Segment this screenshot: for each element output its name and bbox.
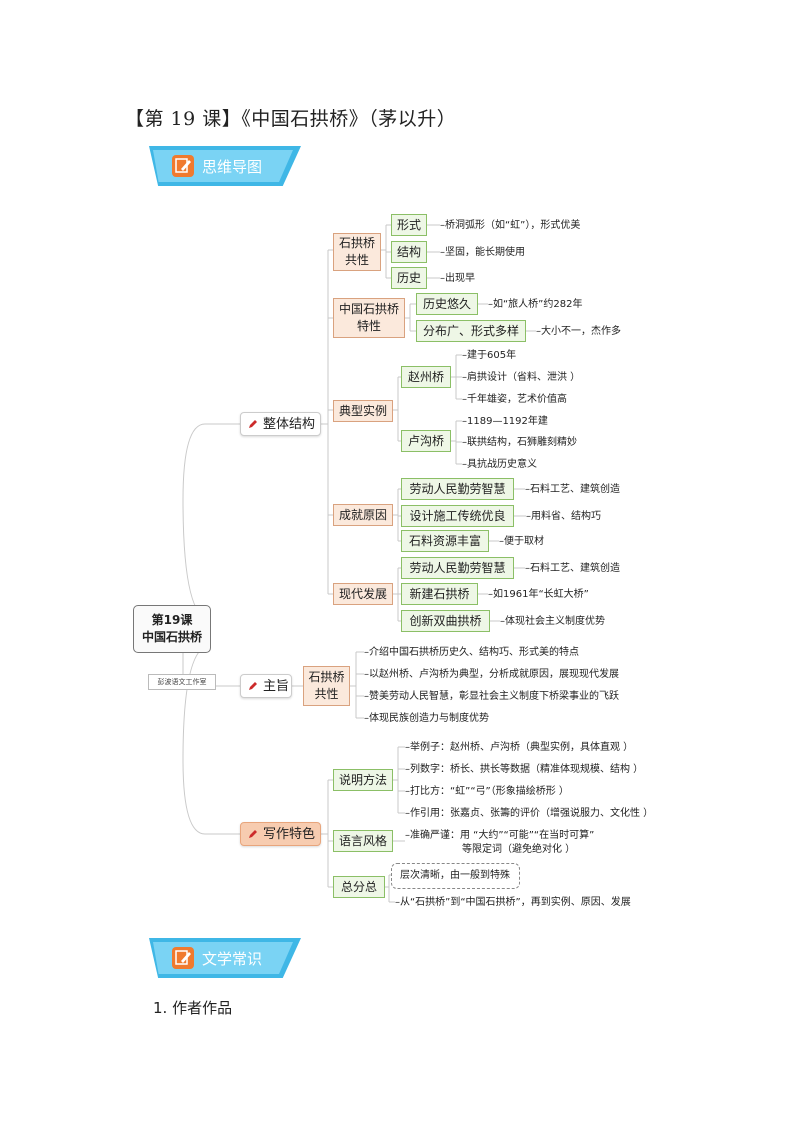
studio-label: 彭波语文工作室 bbox=[148, 674, 216, 690]
pencil-note-icon bbox=[172, 947, 194, 969]
pencil-note-icon bbox=[172, 155, 194, 177]
literature-banner-label: 文学常识 bbox=[202, 950, 263, 968]
leaf: –石料工艺、建筑创造 bbox=[525, 484, 620, 495]
leaf: –举例子：赵州桥、卢沟桥（典型实例，具体直观 ） bbox=[405, 742, 634, 753]
literature-banner: 文学常识 bbox=[149, 938, 301, 978]
node-common: 石拱桥 共性 bbox=[333, 233, 381, 271]
leaf: –体现民族创造力与制度优势 bbox=[364, 713, 489, 724]
leaf: –从“石拱桥”到“中国石拱桥”，再到实例、原因、发展 bbox=[395, 897, 631, 908]
leaf: –作引用：张嘉贞、张籌的评价（增强说服力、文化性 ） bbox=[405, 808, 654, 819]
mindmap-root: 第19课 中国石拱桥 bbox=[133, 605, 211, 653]
node-theme: 石拱桥 共性 bbox=[303, 666, 350, 706]
pen-icon bbox=[249, 682, 257, 690]
summary-box bbox=[391, 863, 520, 889]
branch-structure-label: 整体结构 bbox=[263, 417, 316, 432]
node-modern: 现代发展 bbox=[333, 583, 393, 605]
leaf: –便于取材 bbox=[499, 536, 544, 547]
leaf: –以赵州桥、卢沟桥为典型，分析成就原因，展现现代发展 bbox=[364, 669, 619, 680]
node-examples: 典型实例 bbox=[333, 400, 393, 422]
mindmap-banner: 思维导图 bbox=[149, 146, 301, 186]
node-special-line2: 特性 bbox=[356, 319, 381, 333]
node-form: 形式 bbox=[391, 214, 427, 236]
leaf: –联拱结构，石狮雕刻精妙 bbox=[462, 437, 577, 448]
root-line2: 中国石拱桥 bbox=[141, 630, 202, 644]
node-theme-line1: 石拱桥 bbox=[308, 670, 345, 684]
node-reason-materials: 石料资源丰富 bbox=[401, 530, 489, 552]
leaf: –打比方：“虹”“弓”（形象描绘桥形 ） bbox=[405, 786, 569, 797]
node-reason-tradition: 设计施工传统优良 bbox=[401, 505, 514, 527]
node-summary: 总分总 bbox=[333, 876, 385, 898]
node-reasons: 成就原因 bbox=[333, 504, 393, 526]
node-methods: 说明方法 bbox=[333, 769, 393, 791]
leaf: –列数字：桥长、拱长等数据（精准体现规模、结构 ） bbox=[405, 764, 644, 775]
node-special: 中国石拱桥 特性 bbox=[333, 298, 405, 338]
leaf: –介绍中国石拱桥历史久、结构巧、形式美的特点 bbox=[364, 647, 579, 658]
branch-structure: 整体结构 bbox=[240, 412, 321, 436]
branch-theme-label: 主旨 bbox=[263, 679, 290, 694]
node-common-line1: 石拱桥 bbox=[338, 236, 375, 250]
node-modern-double: 创新双曲拱桥 bbox=[401, 610, 490, 632]
node-special-line1: 中国石拱桥 bbox=[338, 302, 399, 316]
node-history: 历史 bbox=[391, 267, 427, 289]
leaf: –准确严谨：用 “大约”“可能”“在当时可算” bbox=[405, 830, 595, 841]
leaf: –肩拱设计（省料、泄洪 ） bbox=[462, 372, 581, 383]
leaf: –桥洞弧形（如“虹”），形式优美 bbox=[440, 220, 581, 231]
node-zhaozhou: 赵州桥 bbox=[401, 366, 451, 388]
page-title: 【第 19 课】《中国石拱桥》（茅以升） bbox=[125, 108, 457, 130]
pen-icon bbox=[249, 420, 257, 428]
node-lugou: 卢沟桥 bbox=[401, 430, 451, 452]
leaf: –如“旅人桥”约282年 bbox=[488, 299, 583, 310]
root-line1: 第19课 bbox=[151, 613, 193, 627]
leaf: –建于605年 bbox=[462, 350, 517, 361]
branch-writing: 写作特色 bbox=[240, 822, 321, 846]
leaf: –大小不一，杰作多 bbox=[536, 326, 621, 337]
node-reason-wisdom: 劳动人民勤劳智慧 bbox=[401, 478, 514, 500]
leaf: –出现早 bbox=[440, 273, 475, 284]
leaf: –千年雄姿，艺术价值高 bbox=[462, 394, 567, 405]
node-style: 语言风格 bbox=[333, 830, 393, 852]
leaf: –石料工艺、建筑创造 bbox=[525, 563, 620, 574]
section-heading: 1. 作者作品 bbox=[153, 999, 233, 1017]
pen-icon bbox=[249, 830, 257, 838]
node-structure: 结构 bbox=[391, 241, 427, 263]
branch-writing-label: 写作特色 bbox=[263, 827, 316, 842]
leaf: –用料省、结构巧 bbox=[526, 511, 601, 522]
leaf: –1189—1192年建 bbox=[462, 416, 548, 427]
branch-theme: 主旨 bbox=[240, 674, 292, 698]
node-wide-distribution: 分布广、形式多样 bbox=[416, 320, 526, 342]
leaf: 层次清晰，由一般到特殊 bbox=[400, 870, 510, 881]
node-theme-line2: 共性 bbox=[314, 687, 339, 701]
mindmap-banner-label: 思维导图 bbox=[202, 158, 263, 176]
leaf: –具抗战历史意义 bbox=[462, 459, 537, 470]
leaf: 等限定词（避免绝对化 ） bbox=[462, 844, 576, 855]
leaf: –体现社会主义制度优势 bbox=[500, 616, 605, 627]
leaf: –坚固，能长期使用 bbox=[440, 247, 525, 258]
leaf: –如1961年“长虹大桥” bbox=[488, 589, 589, 600]
node-long-history: 历史悠久 bbox=[416, 293, 478, 315]
node-modern-wisdom: 劳动人民勤劳智慧 bbox=[401, 557, 514, 579]
node-common-line2: 共性 bbox=[344, 253, 369, 267]
leaf: –赞美劳动人民智慧，彰显社会主义制度下桥梁事业的飞跃 bbox=[364, 691, 619, 702]
node-modern-new: 新建石拱桥 bbox=[401, 583, 478, 605]
